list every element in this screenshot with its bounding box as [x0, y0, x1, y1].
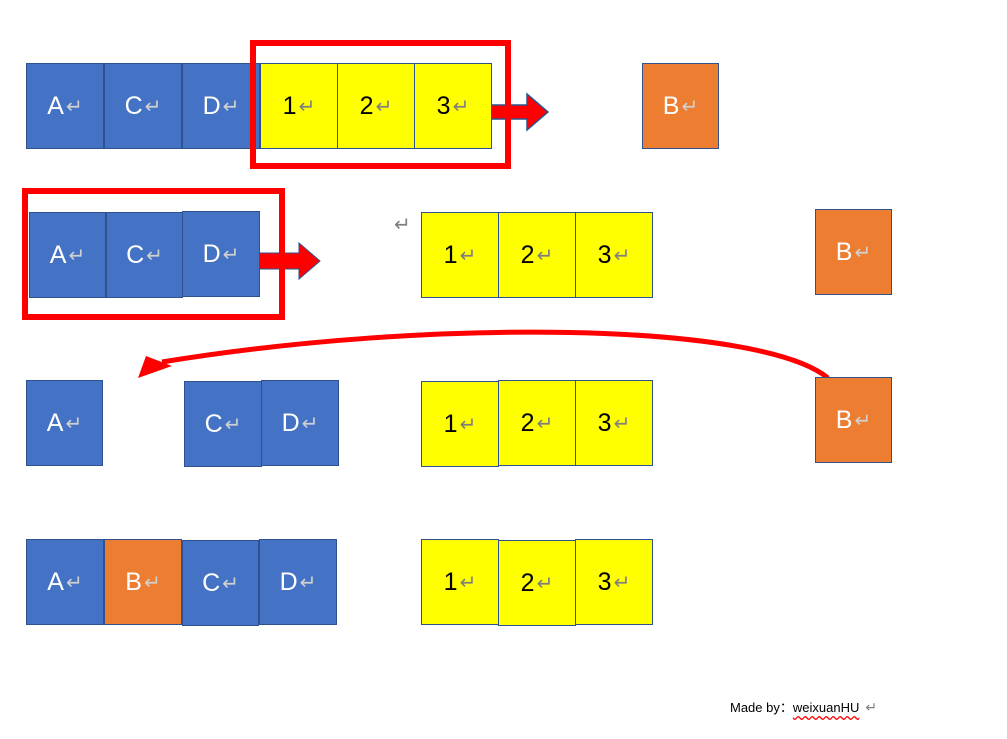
highlight-frame-acd	[22, 188, 285, 320]
block-b: B↵	[642, 63, 719, 149]
return-mark-icon: ↵	[301, 412, 319, 435]
block-a: A↵	[26, 380, 103, 466]
return-mark-icon: ↵	[865, 699, 878, 715]
block-3: 3↵	[575, 380, 653, 466]
block-d: D↵	[259, 539, 337, 625]
return-mark-icon: ↵	[452, 95, 470, 118]
credit-prefix: Made by：	[730, 700, 793, 715]
block-c: C↵	[184, 381, 262, 467]
curved-arrow-b-to-a	[161, 329, 830, 380]
return-mark-icon: ↵	[854, 409, 872, 432]
block-a: A↵	[29, 212, 106, 298]
block-b: B↵	[104, 539, 182, 625]
return-mark-icon: ↵	[298, 95, 316, 118]
return-mark-icon: ↵	[222, 95, 240, 118]
block-2: 2↵	[498, 212, 576, 298]
return-mark-icon: ↵	[536, 572, 554, 595]
return-mark-icon: ↵	[65, 95, 83, 118]
block-d: D↵	[261, 380, 339, 466]
return-mark-icon: ↵	[459, 413, 477, 436]
block-3: 3↵	[414, 63, 492, 149]
block-b: B↵	[815, 377, 892, 463]
return-mark-icon: ↵	[536, 412, 554, 435]
return-mark-icon: ↵	[536, 244, 554, 267]
return-mark-icon: ↵	[375, 95, 393, 118]
return-mark-icon: ↵	[146, 244, 163, 267]
return-mark-icon: ↵	[144, 95, 162, 118]
credit-author: weixuanHU	[792, 700, 860, 715]
block-3: 3↵	[575, 212, 653, 298]
return-mark-icon: ↵	[613, 412, 631, 435]
block-1: 1↵	[421, 212, 499, 298]
highlight-frame-123	[250, 40, 511, 169]
return-mark-icon: ↵	[459, 571, 477, 594]
return-mark-icon: ↵	[222, 243, 240, 266]
block-d: D↵	[182, 211, 260, 297]
block-2: 2↵	[337, 63, 415, 149]
block-d: D↵	[182, 63, 260, 149]
block-c: C↵	[106, 212, 183, 298]
block-a: A↵	[26, 63, 104, 149]
block-c: C↵	[104, 63, 182, 149]
block-3: 3↵	[575, 539, 653, 625]
return-mark-icon: ↵	[224, 413, 242, 436]
credit-line: Made by：weixuanHU ↵	[730, 697, 877, 716]
return-mark-icon: ↵	[854, 241, 872, 264]
return-mark-icon: ↵	[222, 572, 239, 595]
return-mark-icon: ↵	[459, 244, 477, 267]
return-mark-icon: ↵	[299, 571, 317, 594]
return-mark-icon: ↵	[143, 571, 161, 594]
return-mark-icon: ↵	[613, 571, 631, 594]
block-b: B↵	[815, 209, 892, 295]
block-1: 1↵	[421, 381, 499, 467]
return-mark-icon: ↵	[681, 95, 699, 118]
curved-arrow-head	[138, 356, 172, 378]
block-c: C↵	[182, 540, 259, 626]
return-mark-icon: ↵	[68, 244, 86, 267]
return-mark-icon: ↵	[65, 412, 83, 435]
block-2: 2↵	[498, 540, 576, 626]
block-1: 1↵	[421, 539, 499, 625]
block-1: 1↵	[260, 63, 338, 149]
return-mark-icon: ↵	[65, 571, 83, 594]
block-2: 2↵	[498, 380, 576, 466]
return-mark-icon: ↵	[613, 244, 631, 267]
return-mark-icon: ↵	[394, 214, 411, 236]
block-a: A↵	[26, 539, 104, 625]
